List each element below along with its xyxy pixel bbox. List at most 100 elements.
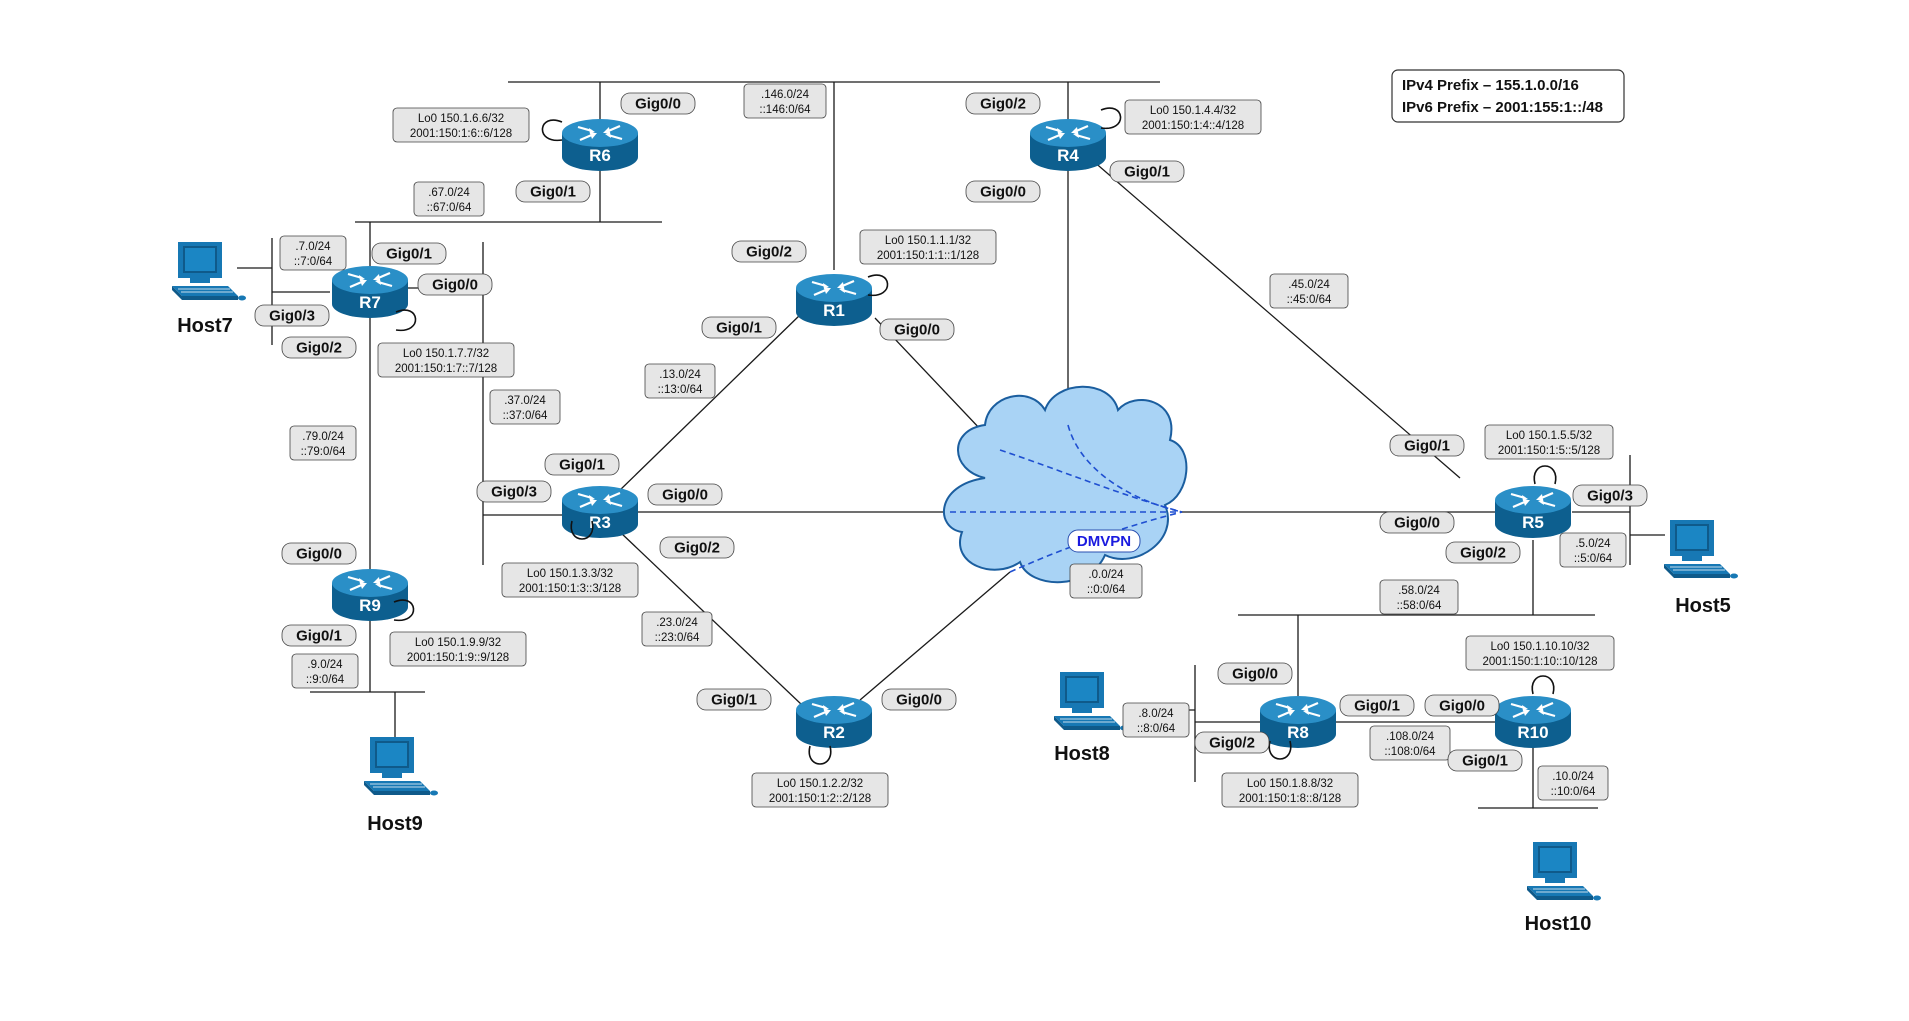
computer-icon	[1053, 671, 1129, 731]
computer-icon	[1663, 519, 1739, 579]
interface-label: Gig0/1	[386, 246, 432, 263]
interface-r9-g01[interactable]: Gig0/1	[281, 624, 357, 647]
interface-r5-g00[interactable]: Gig0/0	[1379, 511, 1455, 534]
loopback-ipv4: Lo0 150.1.10.10/32	[1490, 641, 1589, 653]
dmvpn-cloud: DMVPN	[943, 385, 1188, 584]
host-host9[interactable]: Host9	[363, 736, 439, 835]
computer-icon	[171, 241, 247, 301]
interface-r7-g01[interactable]: Gig0/1	[371, 242, 447, 265]
router-r5[interactable]: R5	[1493, 465, 1573, 540]
interface-r2-g00[interactable]: Gig0/0	[881, 688, 957, 711]
subnet-label-s146: .146.0/24::146:0/64	[743, 83, 827, 119]
subnet-ipv4: .45.0/24	[1288, 279, 1330, 291]
interface-r4-g02[interactable]: Gig0/2	[965, 92, 1041, 115]
interface-r7-g02[interactable]: Gig0/2	[281, 336, 357, 359]
interface-r6-g01[interactable]: Gig0/1	[515, 180, 591, 203]
interface-r1-g01[interactable]: Gig0/1	[701, 316, 777, 339]
interface-r9-g00[interactable]: Gig0/0	[281, 542, 357, 565]
loopback-arrow-icon	[393, 599, 415, 621]
subnet-ipv4: .8.0/24	[1138, 708, 1174, 720]
interface-r8-g02[interactable]: Gig0/2	[1194, 731, 1270, 754]
loopback-ipv6: 2001:150:1:8::8/128	[1239, 793, 1341, 805]
interface-r5-g03[interactable]: Gig0/3	[1572, 484, 1648, 507]
router-r4[interactable]: R4	[1028, 107, 1122, 173]
interface-label: Gig0/3	[1587, 488, 1633, 505]
interface-r1-g02[interactable]: Gig0/2	[731, 240, 807, 263]
interface-label: Gig0/3	[491, 484, 537, 501]
router-r7[interactable]: R7	[330, 264, 417, 331]
loopback-ipv4: Lo0 150.1.9.9/32	[415, 637, 501, 649]
interface-r5-g02[interactable]: Gig0/2	[1445, 541, 1521, 564]
interface-label: Gig0/0	[662, 487, 708, 504]
interface-r7-g03[interactable]: Gig0/3	[254, 304, 330, 327]
interface-r10-g01[interactable]: Gig0/1	[1447, 749, 1523, 772]
prefix-legend-box: IPv4 Prefix – 155.1.0.0/16 IPv6 Prefix –…	[1391, 69, 1625, 123]
interface-r5-g01[interactable]: Gig0/1	[1389, 434, 1465, 457]
interface-label: Gig0/0	[1232, 666, 1278, 683]
subnet-label-s8: .8.0/24::8:0/64	[1122, 702, 1190, 738]
subnet-ipv4: .67.0/24	[428, 187, 470, 199]
subnet-label-s67: .67.0/24::67:0/64	[413, 181, 485, 217]
interface-label: Gig0/2	[1460, 545, 1506, 562]
router-r6[interactable]: R6	[541, 117, 640, 173]
loopback-ipv4: Lo0 150.1.4.4/32	[1150, 105, 1236, 117]
interface-r1-g00[interactable]: Gig0/0	[879, 318, 955, 341]
router-r10[interactable]: R10	[1493, 675, 1573, 750]
subnet-label-s9: .9.0/24::9:0/64	[291, 653, 359, 689]
loopback-ipv4: Lo0 150.1.6.6/32	[418, 113, 504, 125]
interface-r4-g00[interactable]: Gig0/0	[965, 180, 1041, 203]
router-r8[interactable]: R8	[1258, 694, 1338, 760]
interface-r8-g00[interactable]: Gig0/0	[1217, 662, 1293, 685]
loopback-arrow-icon	[541, 119, 563, 141]
interface-label: Gig0/2	[980, 96, 1026, 113]
interface-label: Gig0/0	[1439, 698, 1485, 715]
subnet-ipv6: ::10:0/64	[1551, 786, 1596, 798]
loopback-arrow-icon	[1268, 740, 1292, 760]
interface-label: Gig0/1	[1462, 753, 1508, 770]
router-r3[interactable]: R3	[560, 484, 640, 540]
link-r1-r3	[617, 312, 803, 493]
dmvpn-label: DMVPN	[1077, 533, 1131, 550]
interface-r4-g01[interactable]: Gig0/1	[1109, 160, 1185, 183]
loopback-arrow-icon	[1100, 107, 1122, 129]
subnet-ipv4: .7.0/24	[295, 241, 331, 253]
interface-label: Gig0/0	[980, 184, 1026, 201]
interface-r10-g00[interactable]: Gig0/0	[1424, 694, 1500, 717]
host-host7[interactable]: Host7	[171, 241, 247, 337]
loopback-ipv4: Lo0 150.1.8.8/32	[1247, 778, 1333, 790]
interface-label: Gig0/0	[896, 692, 942, 709]
router-r9[interactable]: R9	[330, 567, 415, 623]
loopback-ipv6: 2001:150:1:10::10/128	[1482, 656, 1597, 668]
host-host5[interactable]: Host5	[1663, 519, 1739, 617]
interface-r3-g01[interactable]: Gig0/1	[544, 453, 620, 476]
host-host10[interactable]: Host10	[1525, 841, 1602, 935]
router-r2[interactable]: R2	[794, 694, 874, 765]
router-r1[interactable]: R1	[794, 272, 889, 328]
interface-r8-g01[interactable]: Gig0/1	[1339, 694, 1415, 717]
subnet-label-s5: .5.0/24::5:0/64	[1559, 532, 1627, 568]
subnet-label-s7: .7.0/24::7:0/64	[279, 235, 347, 271]
interface-r7-g00[interactable]: Gig0/0	[417, 273, 493, 296]
router-name: R4	[1057, 146, 1079, 165]
computer-icon	[363, 736, 439, 796]
router-name: R1	[823, 301, 845, 320]
subnet-label-s10: .10.0/24::10:0/64	[1537, 765, 1609, 801]
interface-r6-g00[interactable]: Gig0/0	[620, 92, 696, 115]
router-name: R5	[1522, 513, 1544, 532]
interface-label: Gig0/2	[674, 540, 720, 557]
interface-r3-g02[interactable]: Gig0/2	[659, 536, 735, 559]
loopback-ipv6: 2001:150:1:7::7/128	[395, 363, 497, 375]
interface-r3-g00[interactable]: Gig0/0	[647, 483, 723, 506]
loopback-arrow-icon	[1533, 465, 1557, 485]
interface-label: Gig0/3	[269, 308, 315, 325]
subnet-ipv6: ::9:0/64	[306, 674, 345, 686]
interface-r2-g01[interactable]: Gig0/1	[696, 688, 772, 711]
host-host8[interactable]: Host8	[1053, 671, 1129, 765]
subnet-ipv6: ::13:0/64	[658, 384, 703, 396]
subnet-ipv6: ::0:0/64	[1087, 584, 1126, 596]
interface-r3-g03[interactable]: Gig0/3	[476, 480, 552, 503]
